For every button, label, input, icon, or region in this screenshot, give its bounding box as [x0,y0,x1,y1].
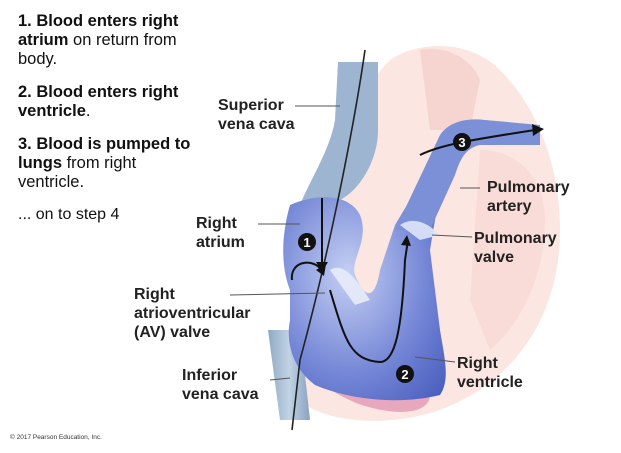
label-inferior-vena-cava: Inferior vena cava [182,366,259,404]
step-1-bold: 1. Blood enters right atrium [18,12,179,49]
step-2-text: . [85,102,91,120]
step-3-text: from right ventricle. [18,154,137,191]
label-superior-vena-cava: Superior vena cava [218,96,295,134]
label-pa-line1: Pulmonary [487,179,570,196]
step-2-bold: 2. Blood enters right ventricle [18,83,179,120]
step-1: 1. Blood enters right atrium on return f… [18,12,203,69]
label-ra-line2: atrium [196,234,245,251]
label-pulmonary-valve: Pulmonary valve [474,229,557,267]
copyright-text: © 2017 Pearson Education, Inc. [10,434,102,441]
steps-list: 1. Blood enters right atrium on return f… [18,12,203,224]
pointer-lines [229,105,480,381]
label-ivc-line1: Inferior [182,367,238,384]
arrowheads [316,124,544,276]
svg-text:3: 3 [458,135,465,150]
label-right-atrium: Right atrium [196,214,245,252]
continue-text: ... on to step 4 [18,206,120,223]
label-pv-line1: Pulmonary [474,230,557,247]
label-rv-line2: ventricle [457,374,523,391]
label-av-line3: (AV) valve [134,324,211,341]
label-pulmonary-artery: Pulmonary artery [487,178,570,216]
step-1-text: on return from body. [18,31,177,68]
step-marker-3: 3 [453,133,471,151]
step-3-bold: 3. Blood is pumped to lungs [18,135,191,172]
label-right-ventricle: Right ventricle [457,354,523,392]
label-svc-line2: vena cava [218,116,295,133]
label-av-line1: Right [134,286,175,303]
step-marker-2: 2 [396,365,414,383]
svg-text:1: 1 [303,235,310,250]
step-marker-1: 1 [298,233,316,251]
svg-text:2: 2 [401,367,408,382]
label-av-valve: Right atrioventricular (AV) valve [134,285,250,342]
step-2: 2. Blood enters right ventricle. [18,83,203,121]
label-ra-line1: Right [196,215,237,232]
label-rv-line1: Right [457,355,498,372]
label-pv-line2: valve [474,249,515,266]
label-av-line2: atrioventricular [134,305,251,322]
label-pa-line2: artery [487,198,532,215]
step-3: 3. Blood is pumped to lungs from right v… [18,135,203,192]
label-svc-line1: Superior [218,97,284,114]
label-ivc-line2: vena cava [182,386,259,403]
